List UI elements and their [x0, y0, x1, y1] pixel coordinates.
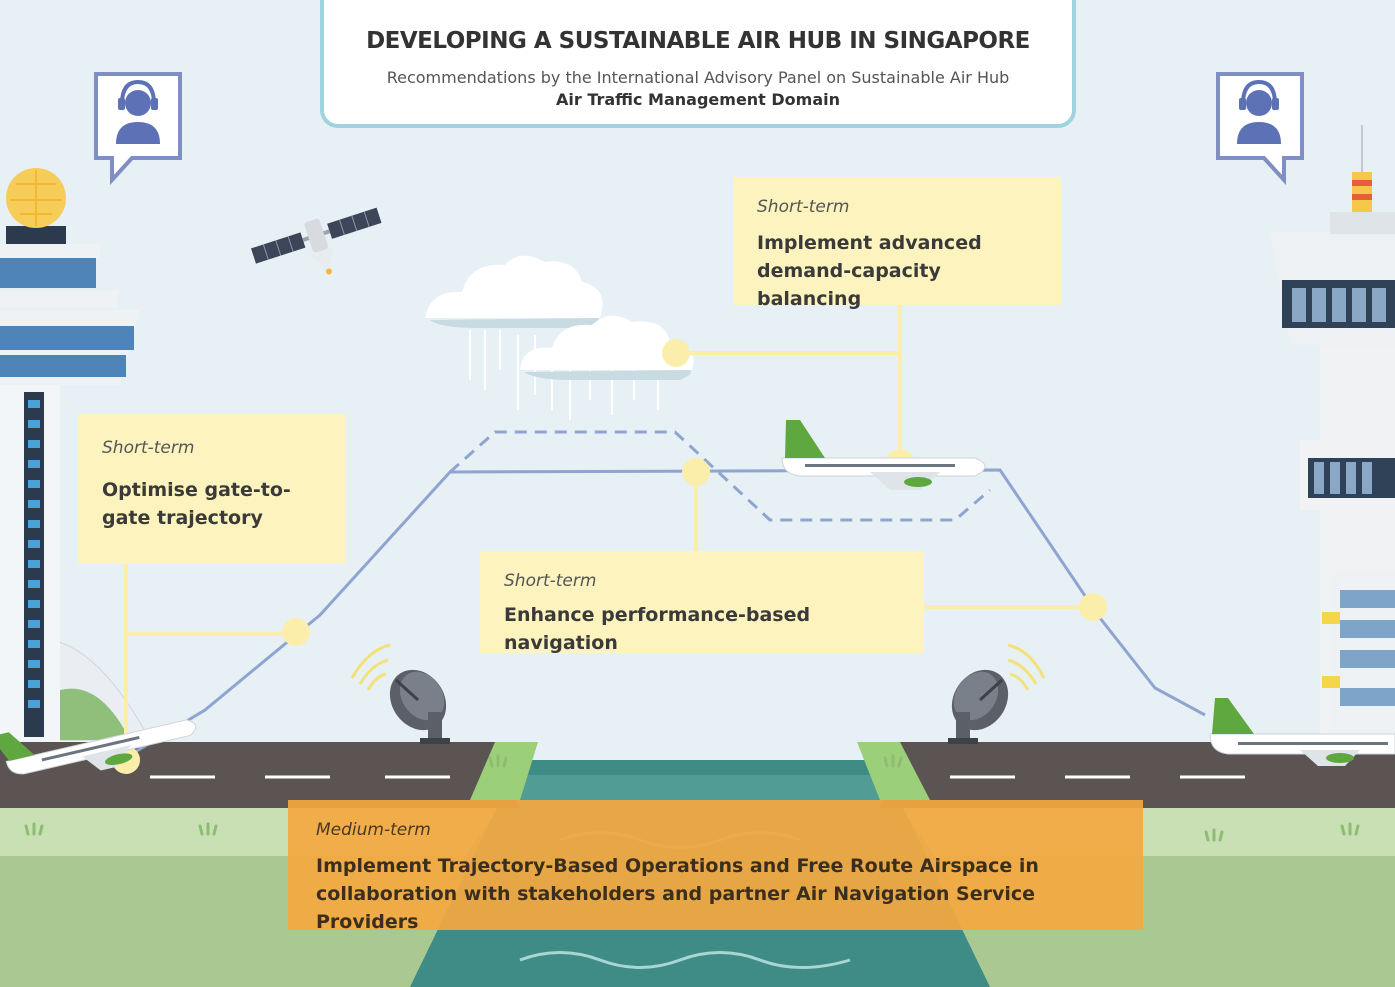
recommendation-text: Implement advanced demand-capacity balan… — [757, 232, 982, 310]
domain-label: Air Traffic Management Domain — [555, 90, 841, 109]
recommendation-tbo-fra: Medium-term Implement Trajectory-Based O… — [288, 800, 1143, 933]
connector-lines — [124, 305, 1093, 760]
controller-icon — [94, 72, 182, 186]
term-label: Short-term — [757, 197, 850, 217]
page-subtitle: Recommendations by the International Adv… — [386, 68, 1010, 87]
term-label: Short-term — [102, 438, 195, 458]
airplane-icon — [781, 420, 986, 490]
recommendation-pbn: Short-term Enhance performance-based nav… — [480, 551, 924, 654]
term-label: Short-term — [504, 571, 597, 591]
controller-icon — [1216, 72, 1304, 186]
recommendation-text: Implement Trajectory-Based Operations an… — [316, 855, 1039, 933]
control-tower-icon — [0, 168, 151, 742]
radar-dish-icon — [948, 643, 1046, 744]
recommendation-gate-to-gate: Short-term Optimise gate-to-gate traject… — [78, 414, 346, 564]
recommendation-demand-capacity: Short-term Implement advanced demand-cap… — [733, 177, 1061, 310]
header-card: DEVELOPING A SUSTAINABLE AIR HUB IN SING… — [320, 0, 1076, 128]
recommendation-text: Enhance performance-based navigation — [504, 604, 811, 654]
satellite-icon — [251, 207, 382, 275]
term-label: Medium-term — [316, 820, 431, 840]
cloud-icon — [425, 255, 694, 420]
flight-path — [129, 430, 1206, 757]
airplane-icon — [0, 719, 197, 775]
runway-right — [880, 742, 1395, 808]
control-tower-icon — [1270, 125, 1395, 750]
page-title: DEVELOPING A SUSTAINABLE AIR HUB IN SING… — [366, 28, 1030, 54]
airplane-icon — [1209, 698, 1395, 766]
radar-dish-icon — [350, 643, 450, 744]
recommendation-text: Optimise gate-to-gate trajectory — [102, 479, 291, 529]
